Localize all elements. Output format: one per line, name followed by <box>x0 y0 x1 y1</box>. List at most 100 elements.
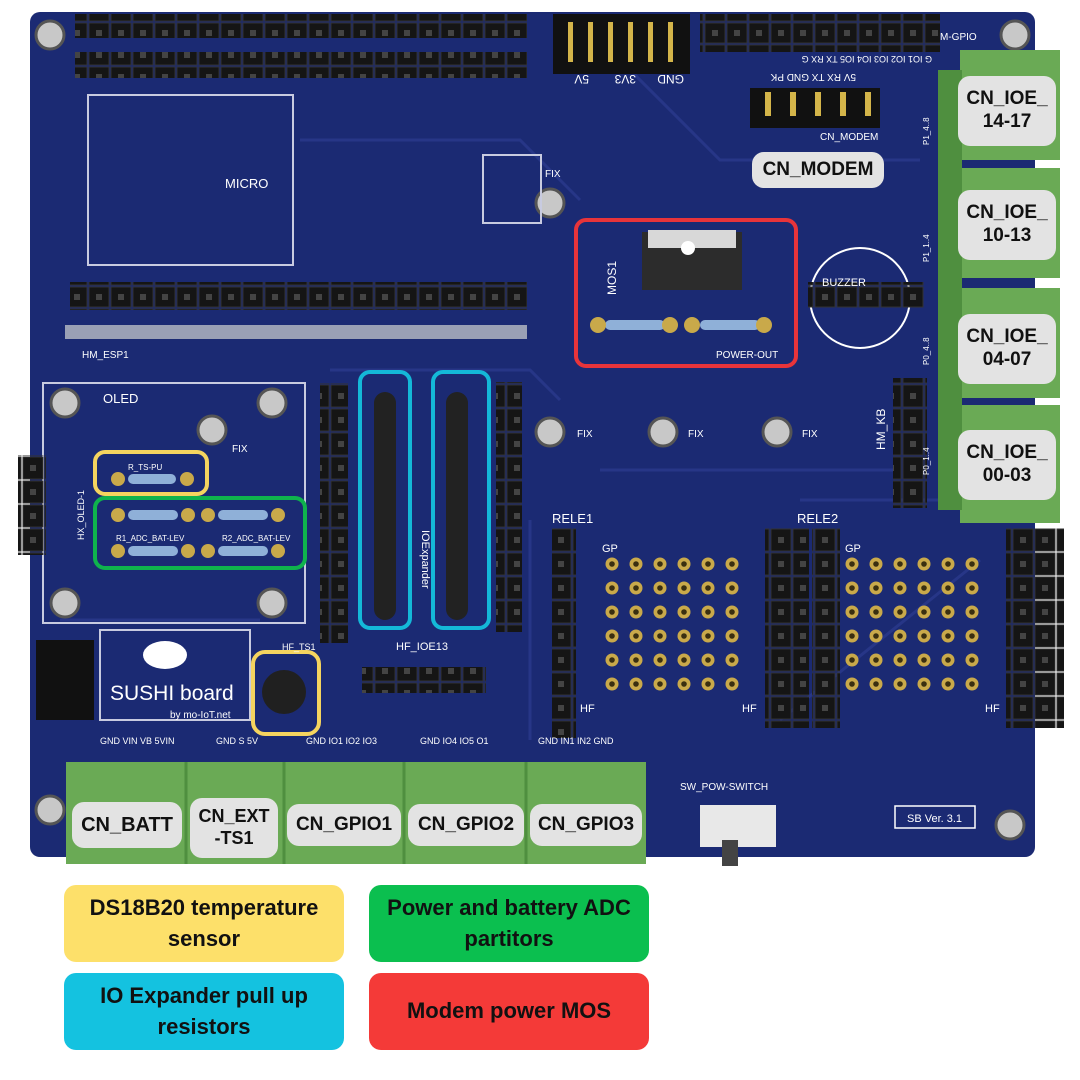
silk-pin-3v3: 3V3 <box>614 72 636 86</box>
power-header-pins <box>568 22 673 62</box>
label-cn-gpio3: CN_GPIO3 <box>530 804 642 846</box>
top-header-row-1 <box>75 14 527 38</box>
silk-brand-url: by mo-IoT.net <box>170 710 231 721</box>
silk-r-ts-pu: R_TS-PU <box>128 463 162 472</box>
silk-hf-3: HF <box>985 703 1000 715</box>
m-gpio-header <box>700 14 940 52</box>
silk-pin-5v: 5V <box>574 72 589 86</box>
label-cn-gpio2: CN_GPIO2 <box>408 804 524 846</box>
silk-r1-adc: R1_ADC_BAT-LEV <box>116 534 185 543</box>
label-cn-ioe-04-07: CN_IOE_ 04-07 <box>958 314 1056 384</box>
buzzer-header <box>808 282 924 308</box>
ioexpander-resistor-1 <box>374 392 396 620</box>
silk-p1-48: P1_4..8 <box>922 117 931 145</box>
silk-hf-2: HF <box>742 703 757 715</box>
rele1-proto-grid <box>600 548 744 692</box>
hx-oled-header <box>18 455 46 555</box>
silk-brand-name: SUSHI board <box>110 682 234 705</box>
legend-ds18b20: DS18B20 temperature sensor <box>64 885 344 962</box>
silk-p0-14: P0_1..4 <box>922 447 931 475</box>
silk-buzzer: BUZZER <box>822 277 866 289</box>
sushi-logo-box <box>99 629 251 721</box>
mos-resistors <box>590 317 772 333</box>
silk-hf-ts1: HF_TS1 <box>282 642 316 652</box>
silk-fix-3: FIX <box>802 429 818 440</box>
silk-rele1: RELE1 <box>552 511 593 526</box>
ds18b20-sensor <box>262 670 306 714</box>
hf-ioe13-header <box>362 667 486 693</box>
silk-cn-modem: CN_MODEM <box>820 132 878 143</box>
silk-r2-adc: R2_ADC_BAT-LEV <box>222 534 291 543</box>
silk-pins-ext: GND S 5V <box>216 736 258 746</box>
label-cn-batt: CN_BATT <box>72 802 182 848</box>
rele2-header-b <box>812 528 840 728</box>
micro-module-outline <box>87 94 294 266</box>
silk-p0-48: P0_4..8 <box>922 337 931 365</box>
micro-sd-slot <box>482 154 542 224</box>
silk-pins-gpio3: GND IN1 IN2 GND <box>538 736 614 746</box>
silk-p1-14: P1_1..4 <box>922 234 931 262</box>
ts-pu-resistor <box>111 472 194 486</box>
silk-hm-esp1: HM_ESP1 <box>82 350 129 361</box>
hm-kb-header <box>893 378 927 508</box>
silk-power-out: POWER-OUT <box>716 350 778 361</box>
adc-resistors <box>111 508 285 558</box>
label-cn-gpio1: CN_GPIO1 <box>287 804 401 846</box>
rele2-proto-grid <box>842 548 986 692</box>
ioexpander-resistor-2 <box>446 392 468 620</box>
esp-header-lower <box>70 282 527 310</box>
adc-highlight-box <box>93 496 307 570</box>
far-right-header <box>1006 528 1064 728</box>
mos1-tab <box>648 230 736 248</box>
silk-pins-gpio2: GND IO4 IO5 O1 <box>420 736 489 746</box>
ts-highlight-box <box>93 450 209 496</box>
silk-fix-1: FIX <box>577 429 593 440</box>
power-header <box>553 14 690 74</box>
ioe-highlight-2 <box>431 370 491 630</box>
silk-version: SB Ver. 3.1 <box>907 813 962 825</box>
label-cn-ioe-14-17: CN_IOE_ 14-17 <box>958 76 1056 146</box>
silk-pins-gpio1: GND IO1 IO2 IO3 <box>306 736 377 746</box>
silk-ioexpander: IOExpander <box>419 530 431 589</box>
silk-oled: OLED <box>103 391 138 406</box>
left-header-vertical <box>36 640 94 720</box>
silk-pins-batt: GND VIN VB 5VIN <box>100 736 175 746</box>
label-cn-ext-ts1: CN_EXT -TS1 <box>190 798 278 858</box>
ioe-side-header <box>496 382 522 632</box>
legend-adc-partitors: Power and battery ADC partitors <box>369 885 649 962</box>
silk-modem-pins: 5V RX TX GND PK <box>770 71 856 82</box>
silk-gpio-pins: G IO1 IO2 IO3 IO4 IO5 TX RX G <box>802 54 932 64</box>
silk-hx-oled: HX_OLED-1 <box>76 490 86 540</box>
silk-sw-pow-switch: SW_POW-SWITCH <box>680 782 768 793</box>
silk-hm-kb: HM_KB <box>874 409 888 450</box>
silk-gp-1: GP <box>602 543 618 555</box>
ds18b20-highlight-box <box>251 650 321 736</box>
legend-modem-mos: Modem power MOS <box>369 973 649 1050</box>
silk-gp-2: GP <box>845 543 861 555</box>
mos-highlight-box <box>574 218 798 368</box>
esp-header-pins <box>65 325 527 339</box>
silk-pin-gnd: GND <box>657 72 684 86</box>
silk-micro: MICRO <box>225 176 268 191</box>
silk-rele2: RELE2 <box>797 511 838 526</box>
ioe-highlight-1 <box>358 370 412 630</box>
top-header-row-2 <box>75 52 527 78</box>
oled-right-header <box>320 383 348 643</box>
silk-hf-1: HF <box>580 703 595 715</box>
silk-fix-2: FIX <box>688 429 704 440</box>
modem-header-pins <box>765 92 871 116</box>
label-cn-modem: CN_MODEM <box>752 152 884 188</box>
label-cn-ioe-10-13: CN_IOE_ 10-13 <box>958 190 1056 260</box>
silk-mos1: MOS1 <box>605 261 619 295</box>
silk-hf-ioe13: HF_IOE13 <box>396 641 448 653</box>
fish-icon <box>143 641 187 669</box>
power-switch-lever <box>722 840 738 866</box>
silk-fix-oled: FIX <box>232 444 248 455</box>
rele2-header-a <box>765 528 809 728</box>
silk-fix-top: FIX <box>545 169 561 180</box>
legend-io-expander: IO Expander pull up resistors <box>64 973 344 1050</box>
silk-m-gpio: M-GPIO <box>940 32 977 43</box>
mounting-holes <box>34 19 1031 841</box>
rele1-header <box>552 528 576 738</box>
